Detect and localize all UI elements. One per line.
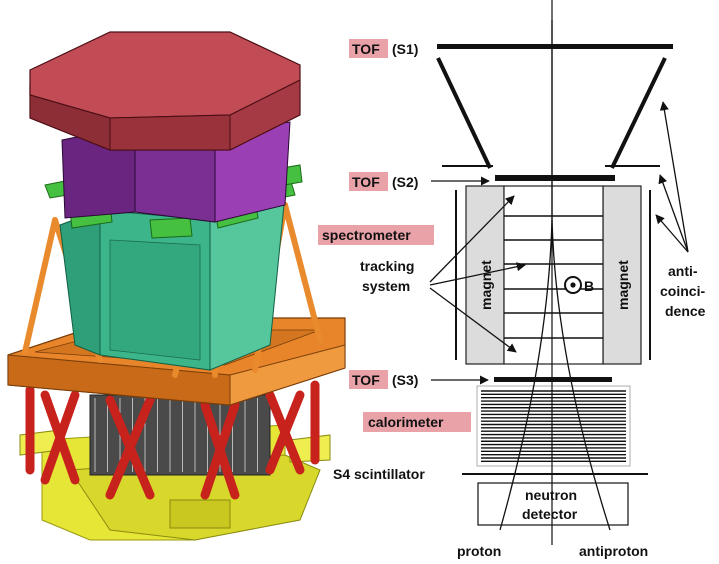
tof-s2-id: (S2) [392, 174, 418, 190]
tof-s3-id: (S3) [392, 372, 418, 388]
tracker-planes [504, 215, 603, 339]
calorimeter-layers [481, 390, 626, 463]
label-arrows [429, 101, 689, 385]
s4-scintillator-label: S4 scintillator [333, 466, 425, 482]
magnet-left [465, 185, 505, 365]
anticoincidence-label-2: coinci- [660, 283, 705, 299]
b-field-icon [564, 276, 582, 294]
magnet-right-label: magnet [615, 260, 631, 310]
tof-s1-tag-bg [349, 39, 388, 58]
spectrometer-label: spectrometer [322, 227, 411, 243]
tof-s1-bar [437, 44, 673, 49]
tof-s1-id: (S1) [392, 41, 418, 57]
calorimeter-tag-bg [363, 412, 471, 432]
tracking-label-2: system [362, 278, 410, 294]
tof-s3-tag: TOF [352, 372, 380, 388]
proton-label: proton [457, 543, 501, 559]
instrument-render [7, 31, 346, 541]
proton-track [499, 20, 553, 531]
schematic: TOF (S1) TOF (S2) TOF (S3) spectrometer … [318, 0, 706, 559]
calorimeter-box [476, 385, 631, 467]
tof-s1-tag: TOF [352, 41, 380, 57]
neutron-label-1: neutron [525, 487, 577, 503]
tof-s2-tag: TOF [352, 174, 380, 190]
calorimeter-label: calorimeter [368, 414, 444, 430]
tof-s3-bar [494, 377, 612, 382]
antiproton-track [551, 219, 611, 531]
neutron-label-2: detector [522, 506, 578, 522]
spectrometer-tag-bg [318, 225, 434, 245]
magnet-right [602, 185, 642, 365]
octagon-lid [29, 31, 301, 151]
tof-s2-tag-bg [349, 172, 388, 191]
magnet-left-label: magnet [478, 260, 494, 310]
tof-s3-tag-bg [349, 370, 388, 389]
red-struts [25, 380, 320, 500]
tracking-label-1: tracking [360, 258, 414, 274]
anticoincidence-top-left [436, 57, 492, 169]
anticoincidence-label-1: anti- [668, 263, 698, 279]
anticoincidence-label-3: dence [665, 303, 706, 319]
b-field-label: B [584, 278, 594, 294]
anticoincidence-top-right [610, 57, 667, 169]
tof-s2-bar [495, 175, 615, 181]
antiproton-label: antiproton [579, 543, 648, 559]
